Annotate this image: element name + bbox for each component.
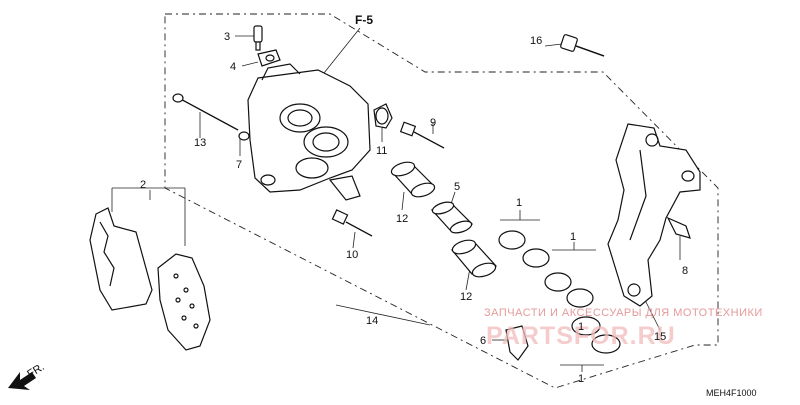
brake-pad-rear xyxy=(89,207,153,311)
callout-label: 11 xyxy=(376,145,387,157)
callout-label: 1 xyxy=(516,197,522,209)
bleeder-valve xyxy=(253,25,281,67)
callout-label: 1 xyxy=(578,373,584,385)
pin-clip xyxy=(238,131,250,141)
callout-labels: F-5 1 1 1 1 2 3 4 5 6 7 8 9 10 11 12 12 … xyxy=(140,13,688,385)
bleed-fitting xyxy=(331,209,373,237)
callout-label: 1 xyxy=(578,321,584,333)
watermark-logo-text: PARTSFOR.RU xyxy=(486,322,676,350)
mounting-bolt xyxy=(560,34,605,57)
piston-lower xyxy=(450,239,498,278)
piston-seals xyxy=(498,230,621,354)
caliper-body xyxy=(247,63,371,201)
caliper-bracket xyxy=(607,123,701,307)
callout-label: 14 xyxy=(366,315,378,327)
pin-boot xyxy=(373,103,393,129)
callout-label: 15 xyxy=(654,331,666,343)
watermark: PARTSFOR.RU ЗАПЧАСТИ И АКСЕССУАРЫ ДЛЯ МО… xyxy=(484,307,763,350)
callout-label: 12 xyxy=(396,213,408,225)
callout-label: 12 xyxy=(460,291,472,303)
callout-label: 13 xyxy=(194,137,206,149)
piston-upper xyxy=(390,161,436,198)
slide-pin xyxy=(399,121,445,149)
callout-label: 4 xyxy=(230,61,236,73)
pad-spring xyxy=(505,325,529,361)
callout-label: 8 xyxy=(682,265,688,277)
callout-label: 10 xyxy=(346,249,358,261)
callout-label: 9 xyxy=(430,117,436,129)
pad-pin xyxy=(172,93,239,131)
leader-lines xyxy=(111,27,681,372)
watermark-caption: ЗАПЧАСТИ И АКСЕССУАРЫ ДЛЯ МОТОТЕХНИКИ xyxy=(484,307,763,319)
callout-label: 1 xyxy=(570,231,576,243)
callout-label: 2 xyxy=(140,179,146,191)
callout-label: 6 xyxy=(480,335,486,347)
drawing-code: MEH4F1000 xyxy=(706,388,757,398)
callout-label: 7 xyxy=(236,159,242,171)
callout-label: 3 xyxy=(224,31,230,43)
pad-retainer xyxy=(666,216,691,239)
brake-pad-front xyxy=(157,253,211,351)
section-reference-label: F-5 xyxy=(355,13,373,27)
piston-small xyxy=(430,201,474,234)
front-direction-arrow: FR. xyxy=(8,361,47,390)
callout-label: 5 xyxy=(454,181,460,193)
callout-label: 16 xyxy=(530,35,542,47)
